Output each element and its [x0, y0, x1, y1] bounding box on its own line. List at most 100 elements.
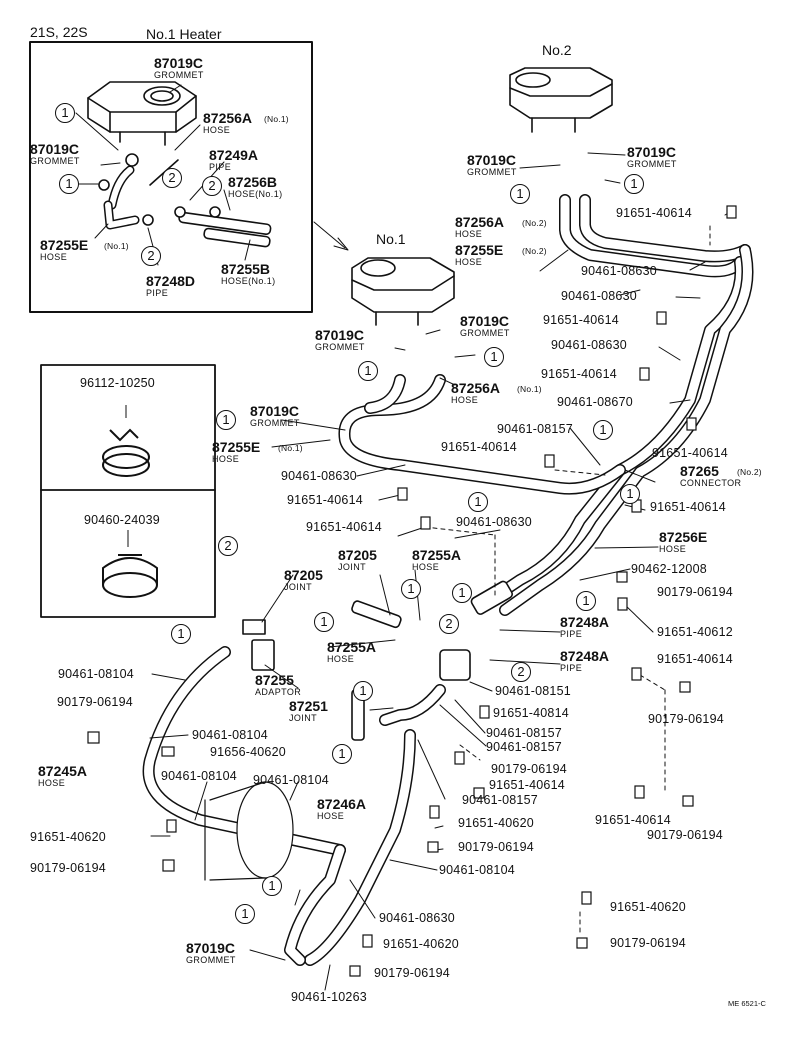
- heater-inset-frame: [29, 41, 313, 313]
- part-note: (No.1): [517, 384, 542, 394]
- part-description: GROMMET: [186, 955, 236, 965]
- callout-1: 1: [484, 347, 504, 367]
- callout-1: 1: [620, 484, 640, 504]
- part-description: JOINT: [289, 713, 317, 723]
- part-number: 87019C: [467, 152, 517, 168]
- part-description: GROMMET: [467, 167, 517, 177]
- part-number: 87255: [255, 672, 294, 688]
- part-number: 87255B: [221, 261, 271, 277]
- part-number: 91651-40614: [616, 206, 692, 220]
- part-number: 90179-06194: [657, 585, 733, 599]
- part-note: (No.2): [737, 467, 762, 477]
- part-number: 91651-40620: [383, 937, 459, 951]
- part-number: 90461-08630: [581, 264, 657, 278]
- callout-1: 1: [216, 410, 236, 430]
- callout-2: 2: [218, 536, 238, 556]
- part-number: 91651-40614: [541, 367, 617, 381]
- callout-1: 1: [576, 591, 596, 611]
- part-number: 91651-40614: [441, 440, 517, 454]
- part-number: 87019C: [30, 141, 80, 157]
- part-number: 91651-40614: [306, 520, 382, 534]
- part-description: PIPE: [146, 288, 169, 298]
- callout-1: 1: [55, 103, 75, 123]
- part-description: GROMMET: [250, 418, 300, 428]
- part-number: 87255A: [327, 639, 377, 655]
- part-description: HOSE: [451, 395, 479, 405]
- part-number: 87256A: [451, 380, 501, 396]
- part-number: 90179-06194: [374, 966, 450, 980]
- part-number: 90461-08630: [551, 338, 627, 352]
- part-number: 87019C: [627, 144, 677, 160]
- fastener-icons: [87, 205, 737, 977]
- part-description: HOSE: [317, 811, 345, 821]
- part-number: 91651-40814: [493, 706, 569, 720]
- part-note: (No.2): [522, 246, 547, 256]
- heater-no2-title: No.2: [542, 42, 572, 58]
- part-description: ADAPTOR: [255, 687, 302, 697]
- main-hose-network: [142, 194, 754, 966]
- callout-1: 1: [452, 583, 472, 603]
- clamp-part-number: 90460-24039: [84, 513, 160, 527]
- part-number: 91651-40614: [650, 500, 726, 514]
- part-number: 87249A: [209, 147, 259, 163]
- callout-1: 1: [314, 612, 334, 632]
- part-number: 87019C: [250, 403, 300, 419]
- part-number: 90461-08630: [561, 289, 637, 303]
- callout-1: 1: [171, 624, 191, 644]
- part-number: 87019C: [460, 313, 510, 329]
- part-note: (No.1): [104, 241, 129, 251]
- heater-no1-title: No.1: [376, 231, 406, 247]
- part-number: 90179-06194: [648, 712, 724, 726]
- part-number: 87256A: [203, 110, 253, 126]
- part-number: 91651-40614: [543, 313, 619, 327]
- part-description: HOSE(No.1): [221, 276, 276, 286]
- inset-hoses: [98, 153, 272, 248]
- part-description: GROMMET: [154, 70, 204, 80]
- part-number: 90461-08157: [497, 422, 573, 436]
- heater-no1-inset-title: No.1 Heater: [146, 26, 222, 42]
- part-description: GROMMET: [30, 156, 80, 166]
- part-number: 91651-40612: [657, 625, 733, 639]
- part-description: HOSE: [38, 778, 66, 788]
- heater-no1-unit: [351, 257, 455, 326]
- part-number: 87265: [680, 463, 719, 479]
- part-number: 90179-06194: [458, 840, 534, 854]
- part-number: 87019C: [154, 55, 204, 71]
- part-number: 91651-40620: [30, 830, 106, 844]
- dashed-leaders: [424, 225, 711, 933]
- pointer-arrow: [313, 221, 346, 249]
- part-number: 87248A: [560, 614, 610, 630]
- part-number: 87256B: [228, 174, 278, 190]
- part-description: HOSE: [412, 562, 440, 572]
- part-number: 87256A: [455, 214, 505, 230]
- drawing-code: ME 6521-C: [728, 999, 766, 1008]
- part-number: 90179-06194: [647, 828, 723, 842]
- callout-1: 1: [624, 174, 644, 194]
- callout-2: 2: [511, 662, 531, 682]
- part-number: 90461-08104: [253, 773, 329, 787]
- part-description: HOSE: [203, 125, 231, 135]
- part-number: 87205: [284, 567, 323, 583]
- part-number: 87248A: [560, 648, 610, 664]
- part-number: 87205: [338, 547, 377, 563]
- callout-2: 2: [439, 614, 459, 634]
- part-number: 90461-08630: [456, 515, 532, 529]
- heater-no2-unit: [509, 67, 613, 133]
- part-description: HOSE: [212, 454, 240, 464]
- callout-1: 1: [401, 579, 421, 599]
- part-description: PIPE: [209, 162, 232, 172]
- part-number: 91651-40614: [489, 778, 565, 792]
- part-number: 87245A: [38, 763, 88, 779]
- part-description: HOSE: [40, 252, 68, 262]
- callout-1: 1: [468, 492, 488, 512]
- part-description: HOSE: [327, 654, 355, 664]
- exhaust-muffler: [204, 781, 294, 881]
- part-description: HOSE(No.1): [228, 189, 283, 199]
- part-description: CONNECTOR: [680, 478, 742, 488]
- part-number: 90461-08104: [161, 769, 237, 783]
- part-number: 90179-06194: [610, 936, 686, 950]
- part-number: 90461-08157: [486, 726, 562, 740]
- clamp-icon-96112: [102, 405, 150, 477]
- part-description: HOSE: [659, 544, 687, 554]
